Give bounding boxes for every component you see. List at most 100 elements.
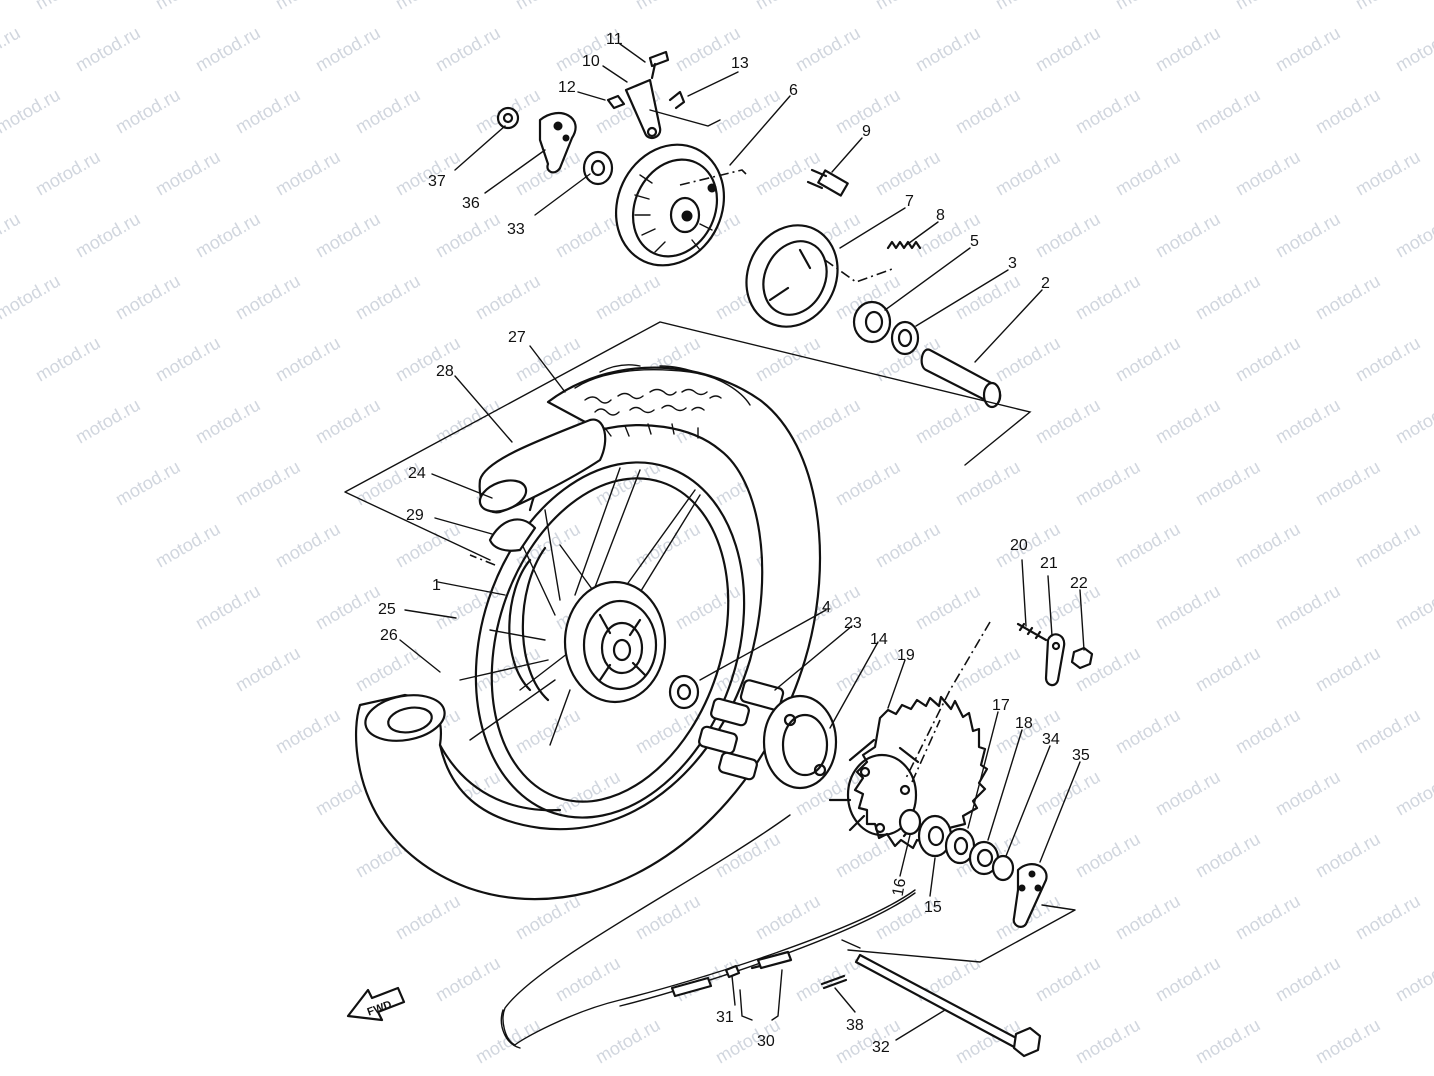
watermark-text: motod.ru: [472, 1015, 544, 1068]
brake-cam-shaft: [806, 168, 828, 190]
watermark-text: motod.ru: [272, 0, 344, 13]
nut-12: [606, 94, 626, 110]
label-23: 23: [844, 615, 862, 632]
watermark-text: motod.ru: [1272, 953, 1344, 1006]
bearing-5-inner: [864, 310, 884, 334]
label-26: 26: [380, 627, 398, 644]
brake-panel-center: [669, 196, 701, 234]
label-18: 18: [1015, 715, 1033, 732]
watermark-text: motod.ru: [0, 23, 24, 76]
circlip-18-inner: [976, 848, 994, 868]
watermark-text: motod.ru: [992, 333, 1064, 386]
hub-drum-side: [508, 546, 550, 702]
tube-end-inner: [387, 706, 433, 734]
clutch-hub-hole1: [783, 713, 797, 727]
watermark-text: motod.ru: [272, 333, 344, 386]
watermark-text: motod.ru: [432, 953, 504, 1006]
adjuster-35-hole2: [1018, 884, 1026, 892]
watermark-text: motod.ru: [1152, 581, 1224, 634]
watermark-text: motod.ru: [272, 519, 344, 572]
watermark-text: motod.ru: [1192, 829, 1264, 882]
label-11: 11: [606, 31, 623, 48]
watermark-text: motod.ru: [912, 395, 984, 448]
label-9: 9: [862, 123, 871, 140]
callout-frames: [344, 109, 1076, 963]
watermark-text: motod.ru: [1192, 271, 1264, 324]
brake-shoes-inner: [762, 240, 828, 316]
watermark-text: motod.ru: [552, 209, 624, 262]
tube-end: [364, 694, 446, 742]
watermark-text: motod.ru: [1112, 333, 1184, 386]
watermark-text: motod.ru: [192, 581, 264, 634]
watermark-text: motod.ru: [1152, 767, 1224, 820]
collar-33-inner: [590, 159, 606, 177]
bearing-5: [852, 300, 892, 344]
watermark-text: motod.ru: [1112, 147, 1184, 200]
bolt-11: [648, 50, 670, 80]
watermark-text: motod.ru: [1112, 705, 1184, 758]
label-37: 37: [428, 173, 446, 190]
clutch-hub-inner: [781, 713, 829, 777]
collar-16: [898, 808, 922, 836]
stud-bolt-20: [1016, 622, 1048, 642]
watermark-text: motod.ru: [1192, 85, 1264, 138]
brake-panel-fins: [634, 174, 713, 253]
watermark-text: motod.ru: [152, 0, 224, 13]
plate-36-hole2: [562, 134, 570, 142]
adjuster-35-hole3: [1034, 884, 1042, 892]
watermark-text: motod.ru: [1192, 1015, 1264, 1068]
lock-washer-21: [1044, 633, 1066, 687]
watermark-text: motod.ru: [312, 23, 384, 76]
watermark-text: motod.ru: [312, 395, 384, 448]
chain-and-axle: [500, 814, 1042, 1058]
watermark-text: motod.ru: [112, 457, 184, 510]
watermark-text: motod.ru: [352, 271, 424, 324]
oil-seal-3-inner: [897, 328, 913, 348]
watermark-text: motod.ru: [552, 767, 624, 820]
watermark-text: motod.ru: [832, 457, 904, 510]
label-19: 19: [897, 647, 915, 664]
watermark-text: motod.ru: [1032, 23, 1104, 76]
leader-lines: [399, 43, 1085, 1041]
watermark-text: motod.ru: [1312, 643, 1384, 696]
hub-ring: [582, 599, 658, 691]
nut-37-bore: [502, 112, 514, 124]
watermark-text: motod.ru: [872, 0, 944, 13]
watermark-text: motod.ru: [152, 147, 224, 200]
brake-panel-ring: [631, 158, 719, 258]
spacer-2-end: [982, 381, 1002, 409]
hub-bore: [612, 638, 632, 662]
watermark-text: motod.ru: [592, 271, 664, 324]
watermark-text: motod.ru: [1072, 457, 1144, 510]
watermark-text: motod.ru: [0, 271, 64, 324]
watermark-text: motod.ru: [1232, 705, 1304, 758]
watermark-text: motod.ru: [1152, 395, 1224, 448]
watermark-text: motod.ru: [1352, 147, 1424, 200]
label-7: 7: [905, 193, 914, 210]
drive-hub-assembly: [668, 622, 1094, 928]
chain-link-30: [750, 950, 793, 970]
label-8: 8: [936, 207, 945, 224]
label-17: 17: [992, 697, 1010, 714]
watermark-text: motod.ru: [232, 643, 304, 696]
watermark-text: motod.ru: [1032, 953, 1104, 1006]
watermark-text: motod.ru: [1392, 23, 1434, 76]
watermark-text: motod.ru: [1032, 209, 1104, 262]
watermark-text: motod.ru: [312, 209, 384, 262]
sprocket-center: [846, 753, 918, 837]
plate-36-hole: [553, 121, 563, 131]
watermark-text: motod.ru: [1152, 209, 1224, 262]
rim-band: [488, 518, 537, 552]
label-28: 28: [436, 363, 454, 380]
watermark-text: motod.ru: [112, 271, 184, 324]
watermark-text: motod.ru: [952, 457, 1024, 510]
watermark-text: motod.ru: [1192, 457, 1264, 510]
watermark-text: motod.ru: [912, 23, 984, 76]
axle-head: [1012, 1026, 1042, 1058]
watermark-text: motod.ru: [1112, 519, 1184, 572]
oil-seal-3: [890, 320, 920, 356]
watermark-text: motod.ru: [672, 581, 744, 634]
watermark-text: motod.ru: [1392, 581, 1434, 634]
watermark-text: motod.ru: [1312, 85, 1384, 138]
watermark-text: motod.ru: [1392, 395, 1434, 448]
